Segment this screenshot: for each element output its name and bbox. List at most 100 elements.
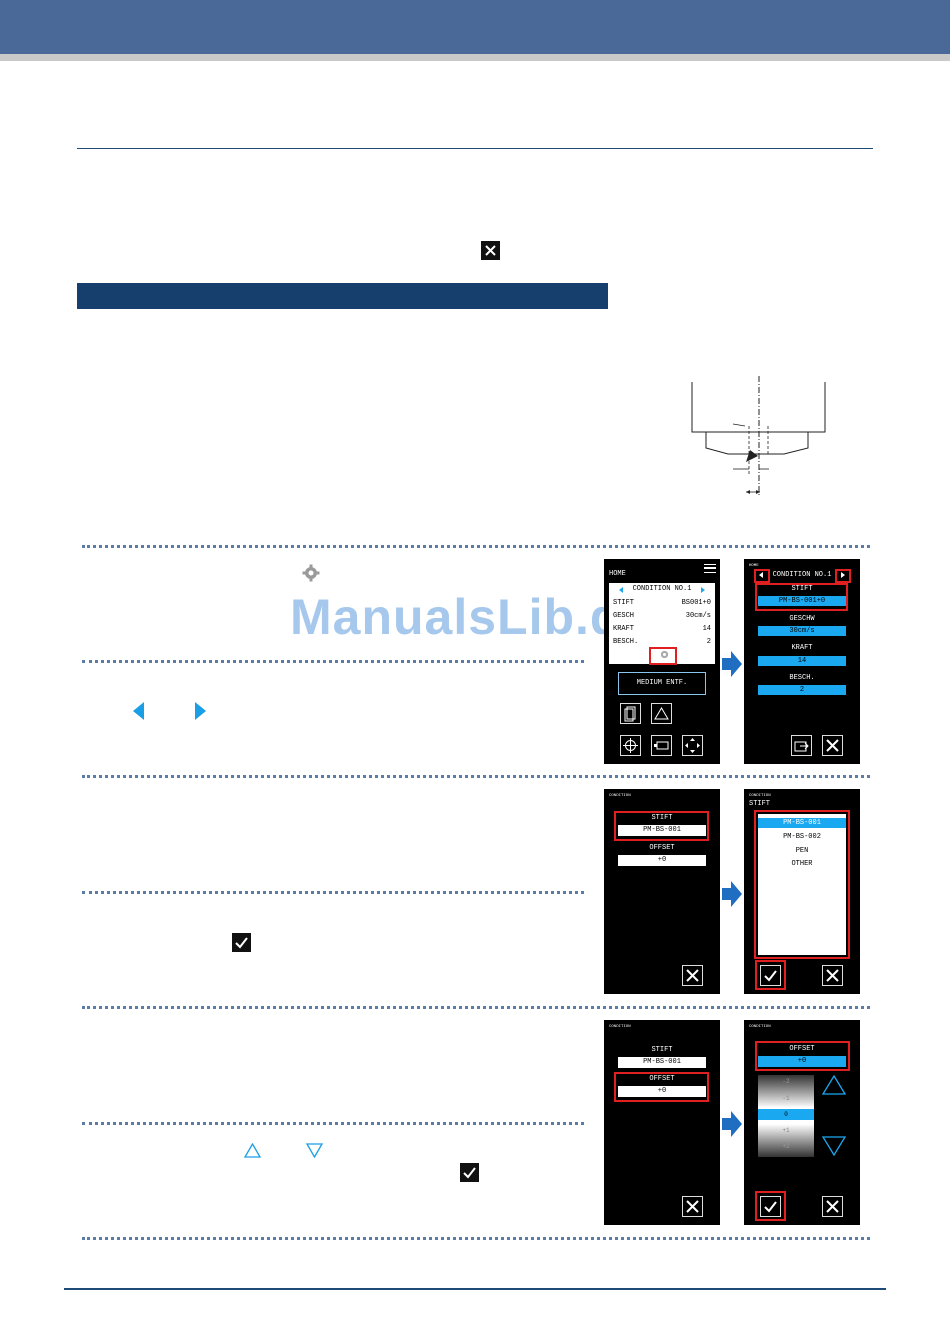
list-item[interactable]: OTHER (758, 859, 846, 869)
flow-arrow-icon (722, 651, 742, 677)
next-condition-icon[interactable] (701, 587, 705, 593)
condition-row-label: GESCH (613, 612, 635, 620)
highlight-box (649, 647, 677, 665)
highlight-box (835, 569, 851, 583)
gear-icon (302, 564, 320, 582)
check-icon (460, 1163, 479, 1182)
section-rule (77, 148, 873, 149)
field-label: STIFT (791, 585, 813, 593)
highlight-box (614, 1072, 709, 1102)
screen-header: CONDITION (749, 1025, 771, 1029)
home-screen: HOME CONDITION NO.1 STIFT BS001+0 GESCH … (604, 559, 720, 764)
origin-icon[interactable] (620, 735, 641, 756)
menu-icon[interactable] (704, 564, 716, 573)
field-value[interactable]: 14 (758, 656, 846, 666)
condition-title: CONDITION NO.1 (632, 585, 692, 593)
check-icon (232, 933, 251, 952)
usb-icon[interactable] (651, 735, 672, 756)
watermark: ManualsLib.de (290, 589, 651, 645)
field-label: STIFT (651, 814, 673, 822)
step-divider (82, 1237, 870, 1240)
condition-row-label: STIFT (613, 599, 635, 607)
field-value[interactable]: +0 (618, 1086, 706, 1097)
screen-header: HOME (609, 570, 626, 578)
highlight-box (755, 960, 786, 990)
screen-header: CONDITION (609, 1025, 631, 1029)
condition-row-value: 14 (702, 625, 711, 633)
triangle-icon[interactable] (651, 703, 672, 724)
field-label: OFFSET (789, 1045, 815, 1053)
field-value[interactable]: +0 (618, 855, 706, 866)
import-icon[interactable] (791, 735, 812, 756)
wheel-item: +1 (782, 1127, 790, 1134)
condition-detail-screen: CONDITION STIFT PM-BS-001 OFFSET +0 (604, 789, 720, 994)
field-label: OFFSET (649, 1075, 675, 1083)
list-item[interactable]: PEN (758, 846, 846, 856)
step-divider (82, 545, 870, 548)
condition-row-value: 30cm/s (685, 612, 711, 620)
offset-wheel[interactable]: -2 -1 0 +1 +2 (758, 1075, 814, 1157)
down-triangle-icon[interactable] (822, 1136, 846, 1156)
step-divider (82, 660, 584, 663)
field-value[interactable]: 30cm/s (758, 626, 846, 636)
step-divider (82, 1006, 870, 1009)
document-icon[interactable] (620, 703, 641, 724)
screen-header: CONDITION (749, 794, 771, 798)
prev-condition-icon[interactable] (619, 587, 623, 593)
condition-offset-screen: CONDITION STIFT PM-BS-001 OFFSET +0 (604, 1020, 720, 1225)
up-triangle-icon (244, 1143, 261, 1158)
highlight-box (755, 583, 848, 611)
condition-panel: CONDITION NO.1 STIFT BS001+0 GESCH 30cm/… (609, 583, 715, 664)
down-triangle-icon (306, 1143, 323, 1158)
field-label: GESCHW (789, 615, 815, 623)
close-button[interactable] (822, 1196, 843, 1217)
field-label: BESCH. (789, 674, 815, 682)
prev-condition-icon[interactable] (759, 572, 763, 578)
field-label: KRAFT (791, 644, 813, 652)
close-button[interactable] (822, 735, 843, 756)
move-icon[interactable] (682, 735, 703, 756)
screen-header: HOME (749, 564, 759, 568)
highlight-box (614, 811, 709, 841)
screen-header: CONDITION (609, 794, 631, 798)
next-condition-icon[interactable] (841, 572, 845, 578)
close-button[interactable] (682, 1196, 703, 1217)
field-value[interactable]: 2 (758, 685, 846, 695)
condition-screen: HOME CONDITION NO.1 STIFT PM-BS-001+0 GE… (744, 559, 860, 764)
confirm-button[interactable] (760, 1196, 781, 1217)
step-divider (82, 1122, 584, 1125)
field-value[interactable]: PM-BS-001+0 (758, 596, 846, 606)
condition-row-label: BESCH. (613, 638, 639, 646)
screen-title: STIFT (749, 800, 771, 808)
header-shadow (0, 54, 950, 61)
field-value[interactable]: PM-BS-001 (618, 1057, 706, 1068)
medium-remove-button[interactable]: MEDIUM ENTF. (618, 672, 706, 695)
highlight-box (755, 1191, 786, 1221)
field-label: STIFT (651, 1046, 673, 1054)
gear-icon[interactable] (659, 649, 670, 660)
flow-arrow-icon (722, 1111, 742, 1137)
section-banner (77, 283, 608, 309)
close-button[interactable] (822, 965, 843, 986)
page-header-bar (0, 0, 950, 54)
confirm-button[interactable] (760, 965, 781, 986)
field-value[interactable]: +0 (758, 1056, 846, 1067)
wheel-item: +2 (782, 1143, 790, 1150)
up-triangle-icon[interactable] (822, 1075, 846, 1095)
field-value[interactable]: PM-BS-001 (618, 825, 706, 836)
condition-row-value: BS001+0 (681, 599, 711, 607)
close-button[interactable] (682, 965, 703, 986)
list-item[interactable]: PM-BS-001 (758, 818, 846, 828)
wheel-item-selected: 0 (758, 1109, 814, 1120)
pen-list-screen: CONDITION STIFT PM-BS-001 PM-BS-002 PEN … (744, 789, 860, 994)
wheel-item: -2 (782, 1078, 790, 1085)
right-arrow-icon (195, 702, 206, 720)
footer-rule (64, 1288, 886, 1290)
condition-title: CONDITION NO.1 (772, 571, 832, 579)
pen-offset-diagram (691, 376, 826, 496)
step-divider (82, 891, 584, 894)
list-item[interactable]: PM-BS-002 (758, 832, 846, 842)
pen-list: PM-BS-001 PM-BS-002 PEN OTHER (758, 814, 846, 955)
wheel-item: -1 (782, 1095, 790, 1102)
highlight-box (755, 1041, 850, 1071)
